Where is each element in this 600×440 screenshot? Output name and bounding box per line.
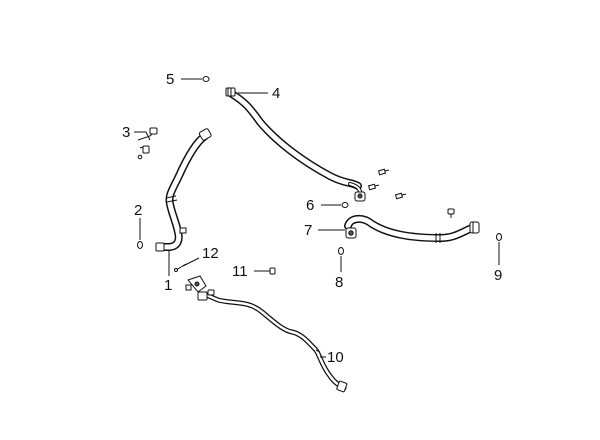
callout-7: 7 (304, 222, 312, 239)
callout-4: 4 (272, 85, 280, 102)
line-fitting-right (336, 380, 348, 393)
part-9-oring (496, 233, 502, 241)
callout-8: 8 (335, 274, 343, 291)
leader-lines (134, 78, 500, 358)
callout-2: 2 (134, 202, 142, 219)
part-7-middle-hose (344, 215, 480, 243)
part-8-oring (338, 247, 344, 255)
leader-3 (134, 131, 151, 141)
callout-9: 9 (494, 267, 502, 284)
part-2-oring (137, 241, 143, 249)
callout-6: 6 (306, 197, 314, 214)
line-fitting-left (197, 291, 208, 301)
callout-3: 3 (122, 124, 130, 141)
part-11-bolt (254, 267, 276, 275)
part-6-oring (341, 202, 349, 208)
part-10-metal-line (185, 275, 348, 393)
leader-12 (182, 257, 200, 267)
part-5-oring (202, 76, 210, 82)
hose-fitting-right (469, 221, 480, 234)
hose-fitting-bottom (155, 242, 165, 252)
part-4-upper-hose (225, 87, 366, 202)
callout-labels: 5 4 3 2 1 12 11 6 7 8 9 10 (122, 71, 502, 366)
hose-fitting-top (198, 128, 212, 141)
callout-11: 11 (232, 263, 248, 280)
hose-clip (179, 227, 187, 234)
callout-1: 1 (164, 277, 172, 294)
part-1-left-hose (155, 128, 212, 252)
callout-5: 5 (166, 71, 174, 88)
mounting-bolts (367, 168, 455, 218)
part-3-bracket (137, 127, 158, 160)
callout-12: 12 (202, 245, 219, 262)
callout-10: 10 (327, 349, 344, 366)
